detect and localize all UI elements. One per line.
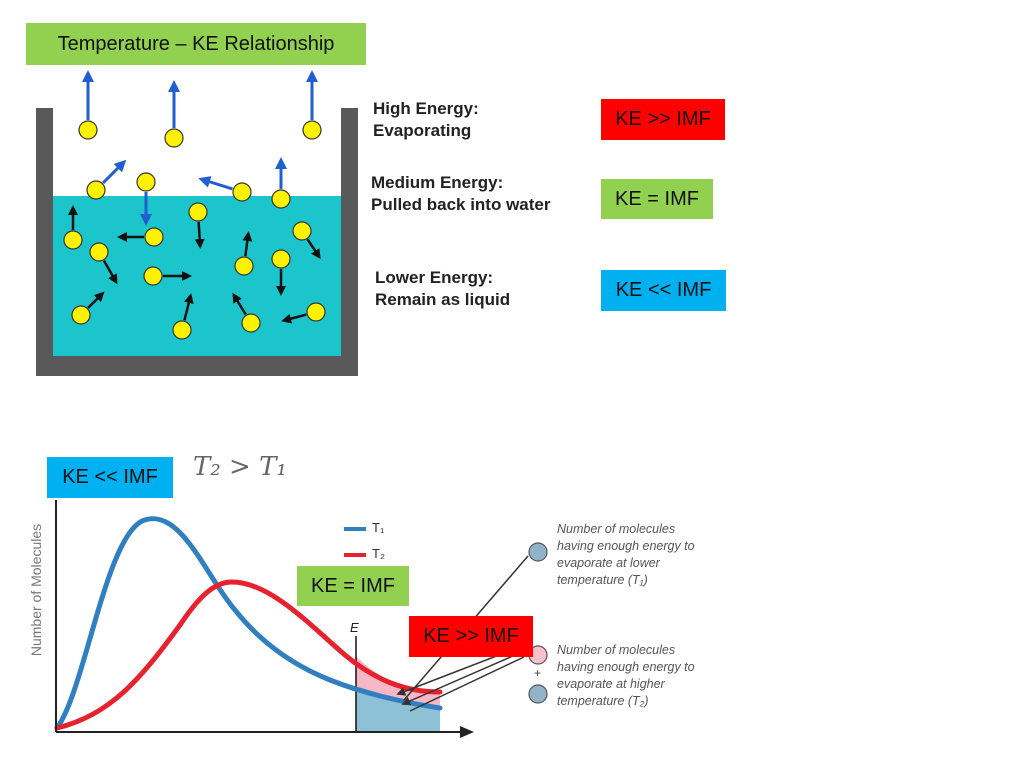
level-medium-label: Medium Energy:Pulled back into water xyxy=(371,173,551,214)
molecule xyxy=(271,189,291,209)
molecule xyxy=(188,202,208,222)
annotation-lower-temperature: Number of molecules having enough energy… xyxy=(557,522,695,587)
level-high-label: High Energy:Evaporating xyxy=(373,99,479,140)
threshold-label: E xyxy=(350,620,359,635)
annotation-circle-t1b xyxy=(528,684,548,704)
molecule xyxy=(144,227,164,247)
molecule xyxy=(172,320,192,340)
legend-t1-label: T₁ xyxy=(372,520,385,535)
graph-tag-ke-equal-imf: KE = IMF xyxy=(297,566,409,606)
graph-tag-ke-less-imf: KE << IMF xyxy=(47,457,173,498)
molecule xyxy=(71,305,91,325)
x-axis-arrowhead xyxy=(460,726,474,738)
tag-medium-energy: KE = IMF xyxy=(601,179,713,219)
graph-tag-ke-greater-imf: KE >> IMF xyxy=(409,616,533,657)
molecule xyxy=(292,221,312,241)
molecule xyxy=(164,128,184,148)
molecule xyxy=(302,120,322,140)
molecule-arrow xyxy=(232,292,247,316)
molecule xyxy=(78,120,98,140)
tag-lower-energy: KE << IMF xyxy=(601,270,726,311)
shade-area-t1 xyxy=(356,687,440,732)
curve-t1 xyxy=(54,516,443,731)
pointer-line-higher-2 xyxy=(401,651,523,706)
pointer-line-higher-3 xyxy=(409,656,525,712)
tag-high-energy: KE >> IMF xyxy=(601,99,725,140)
molecule-arrow xyxy=(102,260,118,285)
curve-t2 xyxy=(54,579,443,731)
annotation-higher-temperature: Number of molecules having enough energy… xyxy=(557,643,695,708)
molecule xyxy=(306,302,326,322)
molecule-arrow xyxy=(183,293,194,321)
molecule xyxy=(271,249,291,269)
molecule xyxy=(232,182,252,202)
molecule-arrow xyxy=(281,313,307,324)
molecule xyxy=(86,180,106,200)
molecule-arrow xyxy=(102,159,127,184)
molecule xyxy=(241,313,261,333)
water-body xyxy=(53,196,341,356)
annotation-circle-t1 xyxy=(528,542,548,562)
molecule-arrow xyxy=(242,231,253,257)
page-title: Temperature – KE Relationship xyxy=(26,23,366,65)
level-lower-label: Lower Energy:Remain as liquid xyxy=(375,268,511,309)
molecule-arrow xyxy=(194,221,205,249)
molecule-arrow xyxy=(198,176,233,191)
molecule xyxy=(143,266,163,286)
molecule xyxy=(89,242,109,262)
legend-t2-label: T₂ xyxy=(372,546,385,561)
plus-sign: + xyxy=(534,666,542,680)
molecule-arrow xyxy=(87,291,105,309)
molecule-arrow xyxy=(306,238,321,260)
graph-heading: T₂ > T₁ xyxy=(193,452,287,482)
y-axis-label: Number of Molecules xyxy=(28,523,44,657)
molecule xyxy=(234,256,254,276)
molecules-group xyxy=(63,70,326,340)
molecule xyxy=(63,230,83,250)
molecule xyxy=(136,172,156,192)
